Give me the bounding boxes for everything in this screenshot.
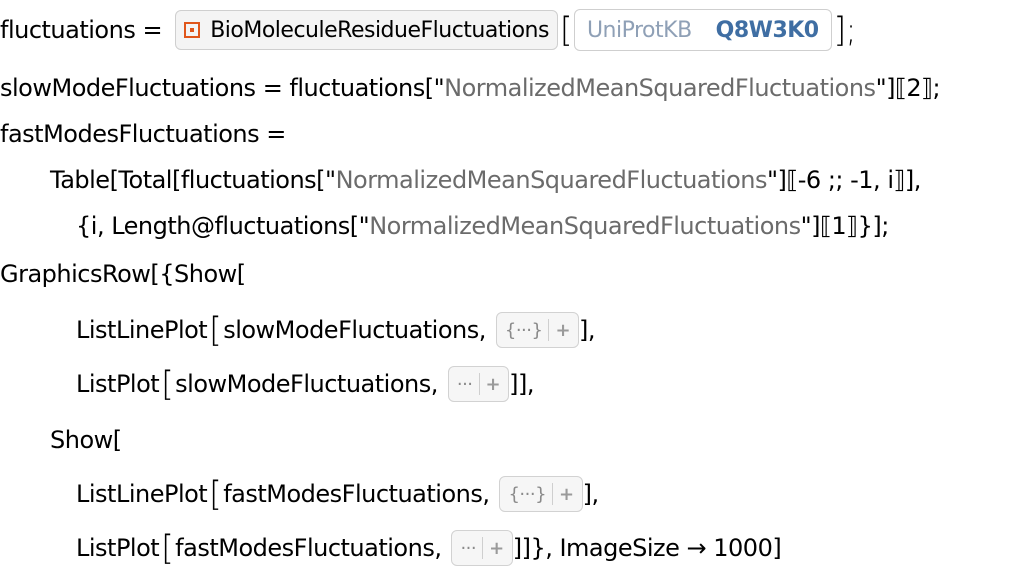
string-literal: NormalizedMeanSquaredFluctuations: [444, 74, 876, 102]
assign-operator: =: [135, 16, 170, 44]
entity-label: BioMoleculeResidueFluctuations: [210, 17, 549, 43]
code-text: {i, Length@fluctuations[": [76, 212, 370, 240]
bracket-open: [: [559, 10, 572, 50]
entity-uniprot[interactable]: UniProtKB Q8W3K0: [573, 9, 832, 51]
options-collapsed-button[interactable]: ··· +: [447, 366, 510, 402]
bracket-open: [: [209, 310, 222, 350]
function-name: ListPlot: [76, 370, 160, 398]
code-text: slowModeFluctuations = fluctuations[": [0, 74, 445, 102]
code-text: slowModeFluctuations,: [223, 316, 486, 344]
entity-icon: [184, 22, 201, 38]
uniprot-type-label: UniProtKB: [586, 17, 692, 43]
options-ellipsis: ···: [460, 537, 477, 559]
code-text: ]],: [509, 370, 534, 398]
code-text: slowModeFluctuations,: [175, 370, 438, 398]
options-separator: [552, 483, 554, 505]
function-name: ListLinePlot: [76, 480, 208, 508]
code-line-2: slowModeFluctuations = fluctuations[" No…: [0, 68, 941, 108]
entity-biomolecule-residue-fluctuations[interactable]: BioMoleculeResidueFluctuations: [175, 10, 558, 50]
plus-icon[interactable]: +: [489, 537, 504, 559]
code-text: fastModesFluctuations =: [0, 120, 286, 148]
options-ellipsis: {···}: [504, 319, 543, 341]
code-text: "]⟦2⟧;: [875, 74, 941, 102]
code-line-5: {i, Length@fluctuations[" NormalizedMean…: [76, 206, 889, 246]
options-separator: [548, 319, 550, 341]
code-line-9: Show[: [50, 420, 122, 460]
code-line-3: fastModesFluctuations =: [0, 114, 286, 154]
bracket-open: [: [161, 364, 174, 404]
bracket-open: [: [209, 474, 222, 514]
code-line-4: Table[Total[fluctuations[" NormalizedMea…: [50, 160, 921, 200]
uniprot-id-label: Q8W3K0: [715, 17, 819, 43]
options-separator: [482, 537, 484, 559]
function-name: ListLinePlot: [76, 316, 208, 344]
code-text: fastModesFluctuations,: [223, 480, 490, 508]
code-line-1: fluctuations = BioMoleculeResidueFluctua…: [0, 9, 858, 51]
options-collapsed-button[interactable]: {···} +: [495, 312, 580, 348]
code-text: GraphicsRow[{Show[: [0, 260, 246, 288]
options-collapsed-button[interactable]: {···} +: [499, 476, 583, 512]
string-literal: NormalizedMeanSquaredFluctuations: [335, 166, 768, 194]
plus-icon[interactable]: +: [555, 319, 571, 341]
bracket-close: ];: [833, 10, 857, 50]
code-text: ],: [582, 480, 600, 508]
options-ellipsis: ···: [456, 373, 473, 395]
plus-icon[interactable]: +: [485, 373, 501, 395]
function-name: ListPlot: [76, 534, 160, 562]
options-collapsed-button[interactable]: ··· +: [451, 530, 513, 566]
code-text: "]⟦1⟧}];: [800, 212, 890, 240]
code-text: ],: [579, 316, 596, 344]
code-text: "]⟦-6 ;; -1, i⟧],: [766, 166, 921, 194]
bracket-open: [: [161, 528, 174, 568]
variable-fluctuations: fluctuations: [0, 16, 136, 44]
options-separator: [478, 373, 480, 395]
code-line-7: ListLinePlot [ slowModeFluctuations, {··…: [76, 310, 596, 350]
code-text: Show[: [50, 426, 122, 454]
code-line-10: ListLinePlot [ fastModesFluctuations, {·…: [76, 474, 599, 514]
code-line-8: ListPlot [ slowModeFluctuations, ··· + ]…: [76, 364, 534, 404]
code-line-11: ListPlot [ fastModesFluctuations, ··· + …: [76, 528, 782, 568]
options-ellipsis: {···}: [508, 483, 547, 505]
string-literal: NormalizedMeanSquaredFluctuations: [369, 212, 801, 240]
code-line-6: GraphicsRow[{Show[: [0, 254, 246, 294]
code-text: fastModesFluctuations,: [175, 534, 442, 562]
code-text: Table[Total[fluctuations[": [50, 166, 336, 194]
plus-icon[interactable]: +: [559, 483, 574, 505]
code-text: ]]}, ImageSize → 1000]: [512, 534, 782, 562]
